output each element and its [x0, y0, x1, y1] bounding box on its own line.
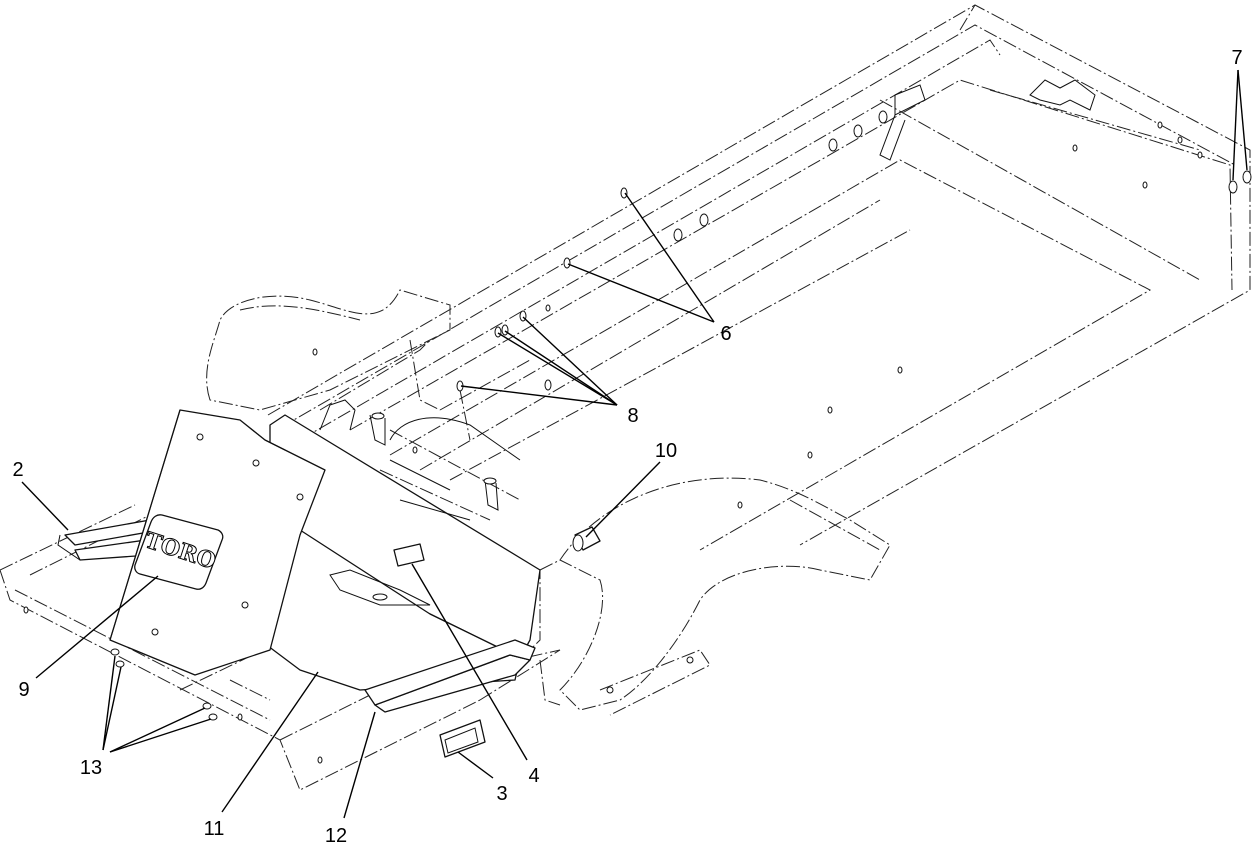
rear-bracket: [879, 79, 1096, 161]
callout-9: 9: [18, 679, 29, 701]
tube-10: [572, 526, 601, 552]
callout-12: 12: [325, 825, 347, 847]
frame-outline: [0, 4, 1251, 791]
callout-11: 11: [204, 818, 225, 840]
callout-3: 3: [496, 783, 507, 805]
callout-13: 13: [80, 757, 102, 779]
callouts: 2 3 4 6 7 8 9 10 11 12 13: [12, 47, 1242, 847]
floor-plate: [259, 529, 521, 691]
callout-7: 7: [1231, 47, 1242, 69]
callout-2: 2: [12, 459, 23, 481]
decal-4: [393, 543, 425, 567]
frame-holes: [23, 110, 1203, 764]
leader-lines: [21, 69, 1248, 819]
front-panel: TORO: [109, 409, 326, 676]
right-footrest-plate: [364, 639, 536, 713]
toro-logo: TORO: [134, 514, 224, 590]
callout-4: 4: [528, 765, 539, 787]
callout-8: 8: [627, 405, 638, 427]
callout-10: 10: [655, 440, 677, 462]
callout-6: 6: [720, 323, 731, 345]
decal-3: [439, 719, 486, 758]
plugs: [110, 170, 1252, 721]
